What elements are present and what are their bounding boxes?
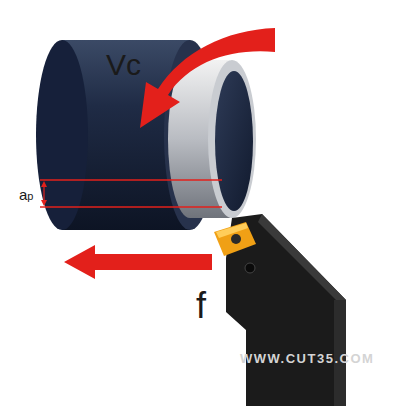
workpiece-face xyxy=(215,71,253,211)
speed-label: Vc xyxy=(106,50,141,80)
depth-line xyxy=(40,206,222,208)
depth-arrowheads xyxy=(41,181,47,206)
depth-line xyxy=(40,179,222,181)
insert-highlight xyxy=(216,223,248,238)
watermark: WWW.CUT35.COM xyxy=(240,352,374,365)
cutting-insert xyxy=(214,222,256,256)
feed-arrow xyxy=(64,245,212,279)
machined-ring xyxy=(208,60,256,218)
feed-label: f xyxy=(196,288,206,324)
rotation-arrow xyxy=(140,28,275,128)
depth-label: ap xyxy=(19,187,33,202)
clamp-screw xyxy=(245,263,255,273)
insert-screw xyxy=(231,234,241,244)
workpiece-end xyxy=(36,40,88,230)
tool-holder-edge xyxy=(258,214,346,302)
